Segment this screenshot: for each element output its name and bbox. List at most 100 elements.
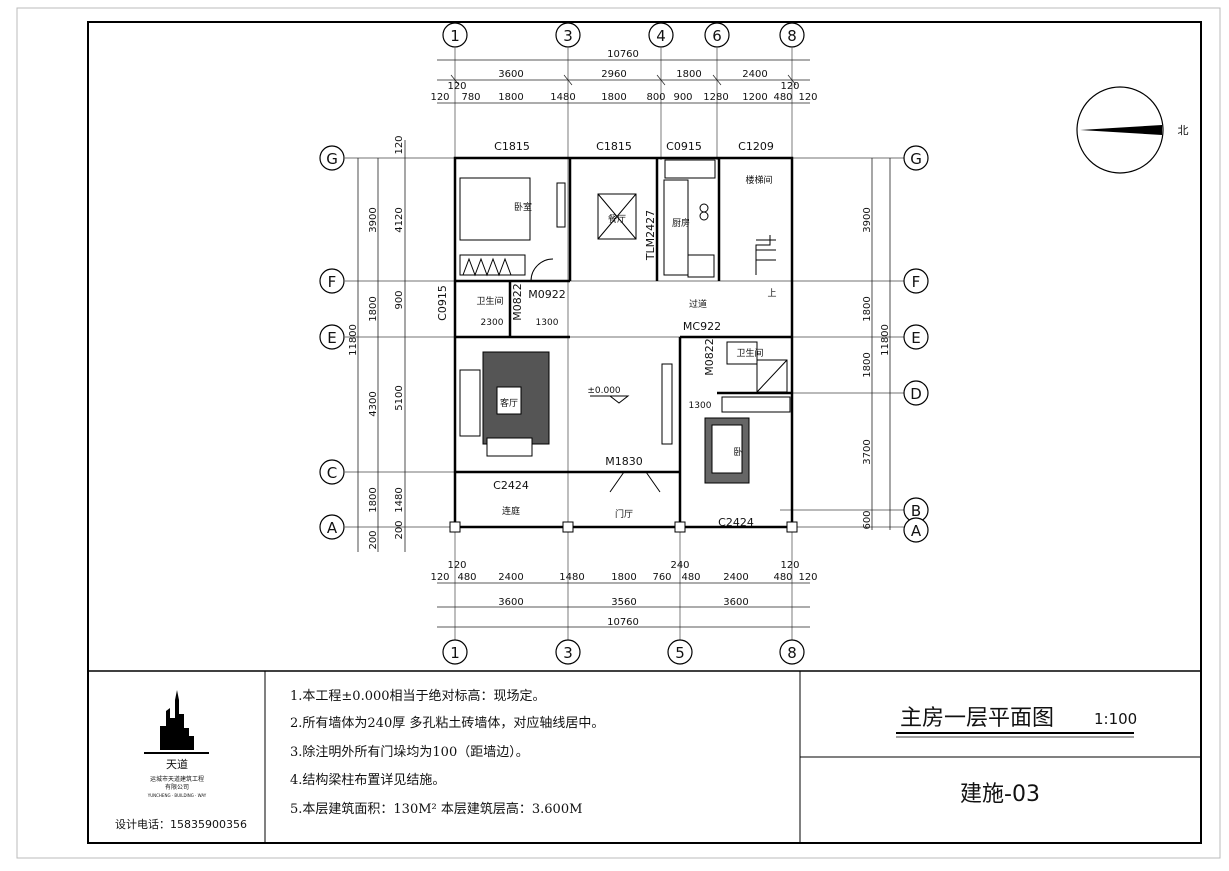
dim-top-row2: 2960 (601, 69, 626, 80)
dim-top-row2: 2400 (742, 69, 767, 80)
dim-bottom-total: 10760 (607, 617, 639, 628)
drawing-number: 建施-03 (960, 782, 1040, 807)
room-label: 卫生间 (476, 295, 503, 307)
dim-right-mid: 3900 (862, 207, 873, 232)
dim-left-inner: 200 (394, 520, 405, 539)
bottom-dimension-lines (437, 582, 810, 628)
dim-top-row3: 1480 (550, 92, 575, 103)
phone-text: 设计电话：15835900356 (115, 818, 247, 831)
dim-top-small: 120 (447, 81, 466, 92)
axis-right-f: F (912, 273, 921, 291)
dim-top-row3: 900 (673, 92, 692, 103)
dim-bottom-row3: 760 (652, 572, 671, 583)
axis-bottom-1: 1 (450, 644, 460, 662)
misc-label: 1300 (536, 318, 559, 328)
room-label: 卧 (733, 446, 742, 458)
axis-bottom-3: 3 (563, 644, 573, 662)
axis-left-e: E (327, 329, 336, 347)
note-3: 3.除注明外所有门垛均为100（距墙边）。 (290, 745, 529, 760)
level-arrow (590, 395, 630, 404)
dim-left-mid: 4300 (368, 391, 379, 416)
axis-right-b: B (911, 502, 921, 520)
company-mark: 天道 (166, 757, 188, 771)
walls (453, 156, 794, 529)
dim-top-small: 120 (780, 81, 799, 92)
door-label: M0822 (703, 338, 716, 376)
dim-bottom-row3: 1480 (559, 572, 584, 583)
dim-top-row2: 3600 (498, 69, 523, 80)
axis-right-e: E (911, 329, 920, 347)
dim-left-inner: 900 (394, 290, 405, 309)
dim-bottom-row3: 2400 (498, 572, 523, 583)
axis-top-6: 6 (712, 27, 722, 45)
axis-top-4: 4 (656, 27, 666, 45)
company-name-2: 有限公司 (165, 783, 189, 791)
window-label: C1209 (738, 140, 774, 153)
outer-frame (16, 7, 1221, 859)
dim-top-total: 10760 (607, 49, 639, 60)
dim-bottom-row3: 480 (457, 572, 476, 583)
dim-bottom-row3: 480 (681, 572, 700, 583)
top-dimension-lines (437, 59, 810, 104)
misc-label: 1300 (689, 401, 712, 411)
axis-top-3: 3 (563, 27, 573, 45)
axis-bottom-5: 5 (675, 644, 685, 662)
dim-top-row2: 1800 (676, 69, 701, 80)
axis-left-g: G (326, 150, 338, 168)
dim-top-row3: 120 (430, 92, 449, 103)
window-label: C2424 (493, 479, 529, 492)
axis-bubbles (319, 22, 929, 665)
level-mark: ±0.000 (587, 386, 621, 396)
room-label: 厨房 (672, 217, 690, 229)
dim-bottom-small: 120 (780, 560, 799, 571)
dim-left-outer: 11800 (348, 324, 359, 356)
dim-right-mid: 1800 (862, 296, 873, 321)
room-label: 餐厅 (608, 213, 626, 225)
dim-left-inner: 120 (394, 135, 405, 154)
dim-left-mid: 1800 (368, 296, 379, 321)
dim-top-row3: 1280 (703, 92, 728, 103)
dim-bottom-small: 240 (670, 560, 689, 571)
dim-bottom-row3: 2400 (723, 572, 748, 583)
dim-top-row3: 1200 (742, 92, 767, 103)
room-label: 客厅 (500, 397, 518, 409)
axis-right-d: D (910, 385, 922, 403)
axis-right-g: G (910, 150, 922, 168)
dim-right-outer: 11800 (880, 324, 891, 356)
dim-left-mid: 3900 (368, 207, 379, 232)
window-label: C0915 (436, 285, 449, 321)
dim-top-row3: 120 (798, 92, 817, 103)
note-1: 1.本工程±0.000相当于绝对标高：现场定。 (290, 688, 546, 704)
company-logo: 天道 运城市天道建筑工程 有限公司 YUNCHENG · BUILDING · … (144, 690, 209, 798)
room-label: 连庭 (502, 505, 520, 517)
inner-frame (87, 21, 1202, 844)
dim-bottom-row2: 3600 (498, 597, 523, 608)
dim-top-row3: 780 (461, 92, 480, 103)
room-label: 过道 (689, 298, 707, 310)
dim-left-inner: 4120 (394, 207, 405, 232)
door-label: M1830 (605, 455, 643, 468)
window-label: C1815 (596, 140, 632, 153)
side-dimension-lines (357, 140, 891, 552)
dim-top-row3: 480 (773, 92, 792, 103)
dim-bottom-row3: 1800 (611, 572, 636, 583)
note-5: 5.本层建筑面积：130M² 本层建筑层高：3.600M (290, 801, 582, 817)
door-label: MC922 (683, 320, 721, 333)
room-label: 卫生间 (736, 347, 763, 359)
drawing-title: 主房一层平面图 (900, 706, 1054, 731)
axis-grid (345, 48, 905, 640)
window-label: C0915 (666, 140, 702, 153)
dim-bottom-row2: 3560 (611, 597, 636, 608)
dim-right-mid: 3700 (862, 439, 873, 464)
window-label: C1815 (494, 140, 530, 153)
door-label: M0922 (528, 288, 566, 301)
dim-left-inner: 1480 (394, 487, 405, 512)
dim-left-mid: 200 (368, 530, 379, 549)
dim-top-row3: 1800 (601, 92, 626, 103)
axis-left-a: A (327, 519, 338, 537)
room-label: 卧室 (514, 201, 532, 213)
misc-label: 2300 (481, 318, 504, 328)
furniture (449, 159, 798, 533)
dim-bottom-row3: 120 (430, 572, 449, 583)
